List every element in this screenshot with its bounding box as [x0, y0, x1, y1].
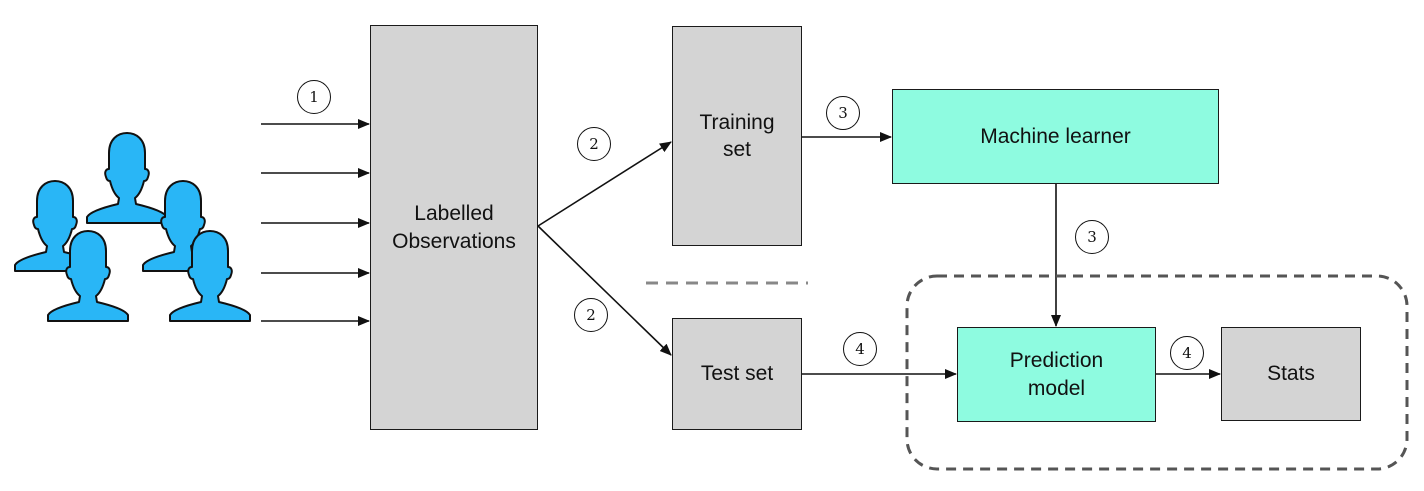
step-marker-train: 3 — [826, 96, 860, 130]
prediction-model-label: Prediction model — [1009, 349, 1104, 400]
test-set-label: Test set — [700, 362, 774, 386]
stats-label: Stats — [1267, 362, 1315, 386]
step-marker-collect: 1 — [297, 80, 331, 114]
labelled-observations-box: Labelled Observations — [370, 25, 538, 430]
step-marker-produce-model: 3 — [1075, 220, 1109, 254]
test-set-box: Test set — [672, 318, 802, 430]
people-group-icon — [14, 132, 251, 322]
step-marker-evaluate-input: 4 — [843, 332, 877, 366]
stats-box: Stats — [1221, 327, 1361, 421]
evaluation-region — [905, 274, 1409, 471]
split-to-training-arrow — [537, 141, 672, 227]
training-set-box: Training set — [672, 26, 802, 246]
split-to-test-arrow — [537, 225, 672, 356]
machine-learner-box: Machine learner — [892, 89, 1219, 184]
prediction-model-box: Prediction model — [957, 327, 1156, 422]
person-icon — [86, 132, 168, 224]
step-marker-evaluate-output: 4 — [1170, 336, 1204, 370]
labelled-observations-label: Labelled Observations — [392, 202, 516, 253]
machine-learner-label: Machine learner — [980, 124, 1131, 148]
step-marker-split-train: 2 — [577, 127, 611, 161]
step-marker-split-test: 2 — [574, 298, 608, 332]
training-set-label: Training set — [699, 110, 775, 161]
